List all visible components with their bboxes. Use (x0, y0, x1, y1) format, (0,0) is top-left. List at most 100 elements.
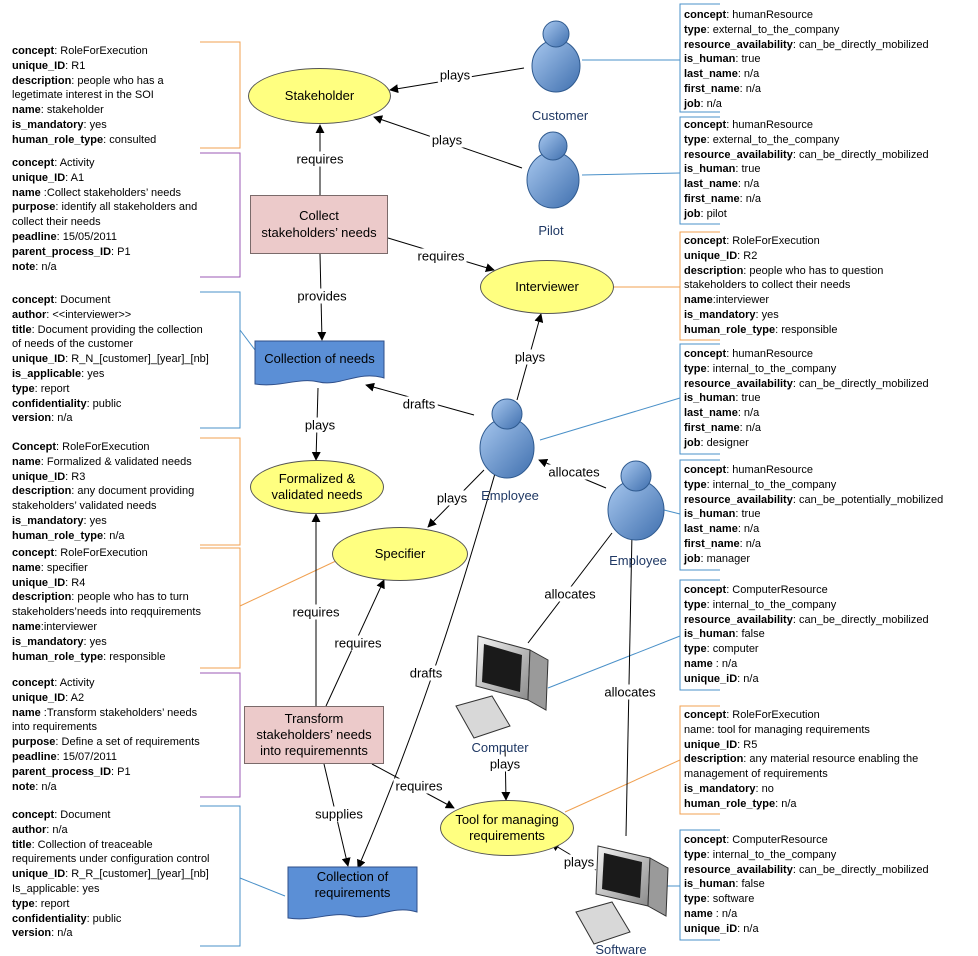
note-key: resource_availability (684, 38, 793, 51)
note-value: n/a (778, 797, 797, 810)
note-key: parent_process_ID (12, 765, 112, 778)
note-sep: : (55, 736, 59, 749)
note-key: author (12, 308, 47, 321)
note-sep: : (726, 709, 730, 721)
note-key: note (12, 260, 36, 273)
note-key: concept (684, 834, 727, 846)
note-sep: : (737, 178, 741, 191)
role-interviewer[interactable]: Interviewer (480, 260, 614, 314)
note-key: unique_ID (12, 353, 66, 366)
note-sep: : (700, 436, 704, 449)
note-sep: : (726, 9, 730, 21)
note-sep: : (111, 245, 115, 258)
note-sep: : (706, 23, 710, 36)
note-sep: : (31, 838, 35, 851)
edge-label-plays-software: plays (561, 854, 597, 870)
note-key: is_mandatory (12, 635, 84, 648)
note-sep: : (735, 878, 739, 891)
note-key: concept (12, 677, 55, 689)
note-sep: : (65, 470, 69, 483)
note-value: R_N_[customer]_[year]_[nb] (68, 353, 209, 366)
edge-label-requires-stakeholder: requires (294, 151, 346, 167)
note-key: human_role_type (12, 650, 104, 663)
note-key: unique_ID (12, 59, 66, 72)
note-value: <<interviewer>> (49, 308, 132, 321)
role-formalized-validated-needs[interactable]: Formalized & validated needs (250, 460, 384, 514)
note-sep: : (35, 780, 39, 793)
note-row: concept: Document (12, 808, 210, 823)
bracket-manager (679, 459, 720, 571)
document-collection-of-needs[interactable]: Collection of needs (254, 340, 385, 390)
activity-collect-stakeholders-needs[interactable]: Collect stakeholders’ needs (250, 195, 388, 254)
note-sep: : (51, 412, 55, 425)
note-value: consulted (106, 133, 157, 146)
role-specifier[interactable]: Specifier (332, 527, 468, 581)
note-row: unique_ID: R3 (12, 470, 194, 485)
note-key: description (684, 264, 744, 277)
note-sep: : (775, 797, 779, 810)
note-key: concept (684, 119, 727, 131)
bracket-a1 (200, 152, 241, 278)
edge-label-provides: provides (295, 288, 349, 304)
note-value: Collect stakeholders’ needs (46, 186, 181, 199)
note-value: Document (57, 294, 111, 306)
note-value: internal_to_the_company (709, 478, 837, 491)
note-row: type: external_to_the_company (684, 23, 929, 38)
note-row: resource_availability: can_be_directly_m… (684, 377, 929, 392)
document-collection-of-requirements[interactable]: Collection of requirements (287, 866, 418, 924)
note-row: name : n/a (684, 907, 929, 922)
note-row: resource_availability: can_be_directly_m… (684, 148, 929, 163)
edge-label-plays-formalized: plays (302, 417, 338, 433)
note-key: name (684, 907, 713, 920)
note-row: Is_applicable: yes (12, 882, 210, 897)
note-sep: : (65, 59, 69, 72)
note-row: type: software (684, 892, 929, 907)
note-row: type: report (12, 897, 210, 912)
note-row: first_name: n/a (684, 192, 929, 207)
note-value: R4 (68, 576, 86, 589)
note-row: is_mandatory: yes (12, 635, 201, 650)
note-key: first_name (684, 82, 740, 95)
note-value: RoleForExecution (57, 547, 148, 559)
note-key: resource_availability (684, 493, 793, 506)
note-key: name (12, 186, 41, 199)
role-tool-for-managing-requirements[interactable]: Tool for managing requirements (440, 800, 574, 856)
note-value: report (37, 897, 70, 910)
note-value: interviewer (715, 294, 769, 307)
note-value: can_be_directly_mobilized (795, 613, 929, 626)
note-value: stakeholder (43, 104, 104, 117)
edge-label-plays-interviewer: plays (512, 349, 548, 365)
note-row: first_name: n/a (684, 537, 943, 552)
note-key: peadline (12, 230, 57, 243)
note-value: n/a (106, 529, 125, 542)
note-value: n/a (38, 780, 57, 793)
note-value: humanResource (729, 464, 814, 476)
note-key: type (684, 478, 707, 491)
note-key: description (684, 753, 744, 766)
note-row: concept: humanResource (684, 463, 943, 478)
note-key: unique_ID (12, 691, 66, 704)
person-icon-pilot (526, 131, 580, 209)
note-row: is_human: true (684, 52, 929, 67)
note-row: is_human: true (684, 507, 943, 522)
role-stakeholder[interactable]: Stakeholder (248, 68, 391, 124)
note-value: A1 (68, 171, 85, 184)
note-row: description: any document providing (12, 484, 194, 499)
note-key: is_human (684, 163, 736, 176)
bracket-r3 (200, 437, 241, 546)
note-sep: : (40, 186, 47, 199)
edge-label-plays-customer: plays (437, 67, 473, 83)
note-value: n/a (740, 178, 760, 191)
activity-transform-needs[interactable]: Transform stakeholders’ needs into requi… (244, 706, 384, 764)
edge-label-requires-tool: requires (393, 778, 445, 794)
note-sep: : (103, 650, 107, 663)
note-row: Concept: RoleForExecution (12, 440, 194, 455)
note-key: type (684, 133, 707, 146)
note-row: resource_availability: can_be_potentiall… (684, 493, 943, 508)
note-row: description: any material resource enabl… (684, 752, 918, 767)
note-row: concept: RoleForExecution (12, 44, 164, 59)
note-value: R5 (740, 738, 758, 751)
note-row: purpose: identify all stakeholders and (12, 200, 197, 215)
